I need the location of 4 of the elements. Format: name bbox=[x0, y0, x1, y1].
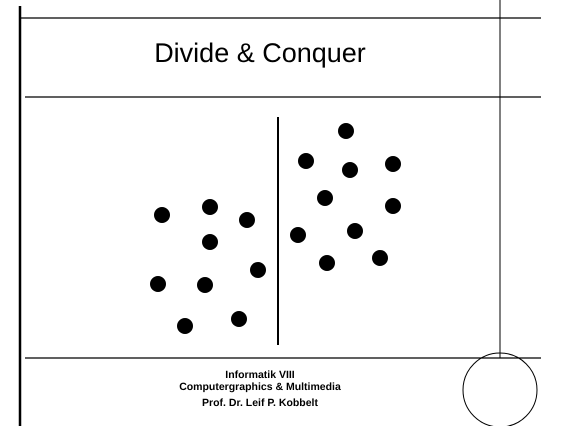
footer-text: Informatik VIII bbox=[224, 369, 296, 381]
footer-text: Prof. Dr. Leif P. Kobbelt bbox=[201, 397, 319, 409]
footer-text: Computergraphics & Multimedia bbox=[178, 381, 342, 393]
slide-title: Divide & Conquer bbox=[153, 38, 367, 69]
